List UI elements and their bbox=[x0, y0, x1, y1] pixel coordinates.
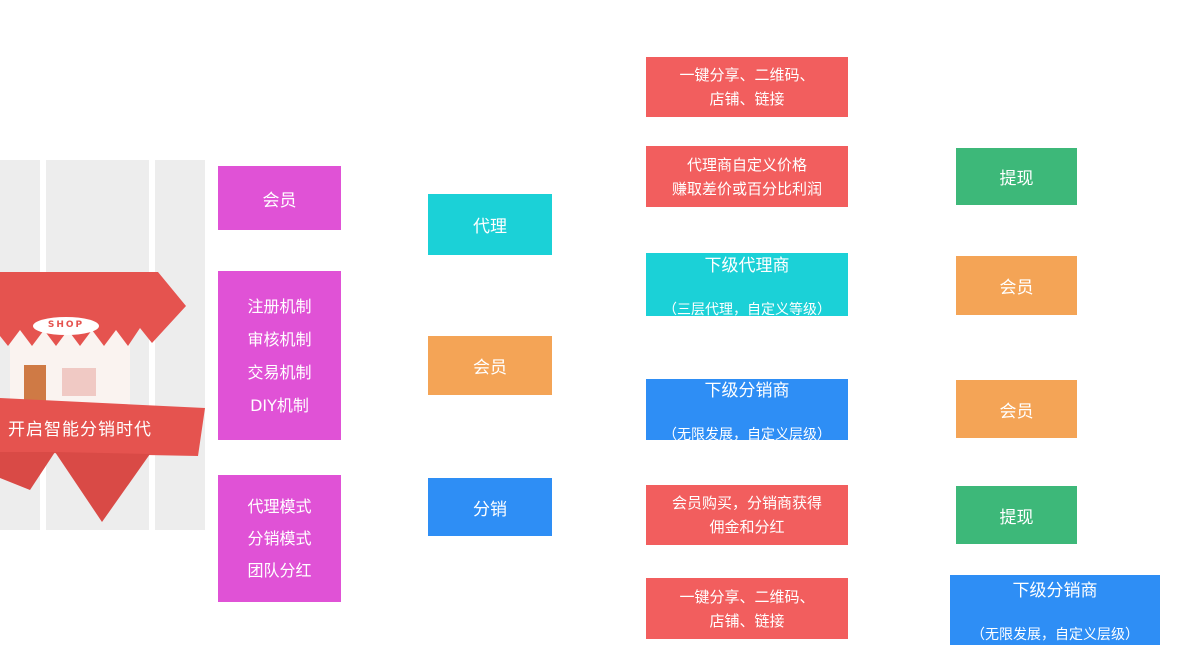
shop-graphic bbox=[0, 160, 205, 530]
node-member-2: 会员 bbox=[428, 336, 552, 395]
node-share-link-bottom: 一键分享、二维码、 店铺、链接 bbox=[646, 578, 848, 639]
shop-illustration: SHOP 开启智能分销时代 bbox=[0, 160, 205, 530]
node-member-4: 会员 bbox=[956, 380, 1077, 438]
node-sub-distributor-2-title: 下级分销商 bbox=[1012, 581, 1098, 601]
node-sub-agent-title: 下级代理商 bbox=[704, 255, 790, 276]
node-sub-distributor: 下级分销商 （无限发展，自定义层级） bbox=[646, 379, 848, 443]
node-modes: 代理模式 分销模式 团队分红 bbox=[218, 475, 341, 602]
shop-sign-label: SHOP bbox=[47, 320, 85, 330]
node-member-3: 会员 bbox=[956, 256, 1077, 315]
node-mechanisms: 注册机制 审核机制 交易机制 DIY机制 bbox=[218, 271, 341, 440]
node-sub-distributor-subtitle: （无限发展，自定义层级） bbox=[663, 426, 831, 443]
node-agent-pricing: 代理商自定义价格 赚取差价或百分比利润 bbox=[646, 146, 848, 207]
illustration-tagline: 开启智能分销时代 bbox=[8, 420, 152, 440]
node-distribution: 分销 bbox=[428, 478, 552, 536]
node-sub-distributor-title: 下级分销商 bbox=[704, 380, 790, 401]
node-sub-agent: 下级代理商 （三层代理，自定义等级） bbox=[646, 253, 848, 318]
node-member-1: 会员 bbox=[218, 166, 341, 230]
node-withdraw-bottom: 提现 bbox=[956, 486, 1077, 544]
node-withdraw-top: 提现 bbox=[956, 148, 1077, 205]
node-sub-agent-subtitle: （三层代理，自定义等级） bbox=[663, 301, 831, 318]
node-share-link-top: 一键分享、二维码、 店铺、链接 bbox=[646, 57, 848, 117]
node-agent: 代理 bbox=[428, 194, 552, 255]
node-sub-distributor-2: 下级分销商 （无限发展，自定义层级） bbox=[950, 575, 1160, 645]
node-member-purchase: 会员购买，分销商获得 佣金和分红 bbox=[646, 485, 848, 545]
node-sub-distributor-2-subtitle: （无限发展，自定义层级） bbox=[971, 627, 1139, 643]
